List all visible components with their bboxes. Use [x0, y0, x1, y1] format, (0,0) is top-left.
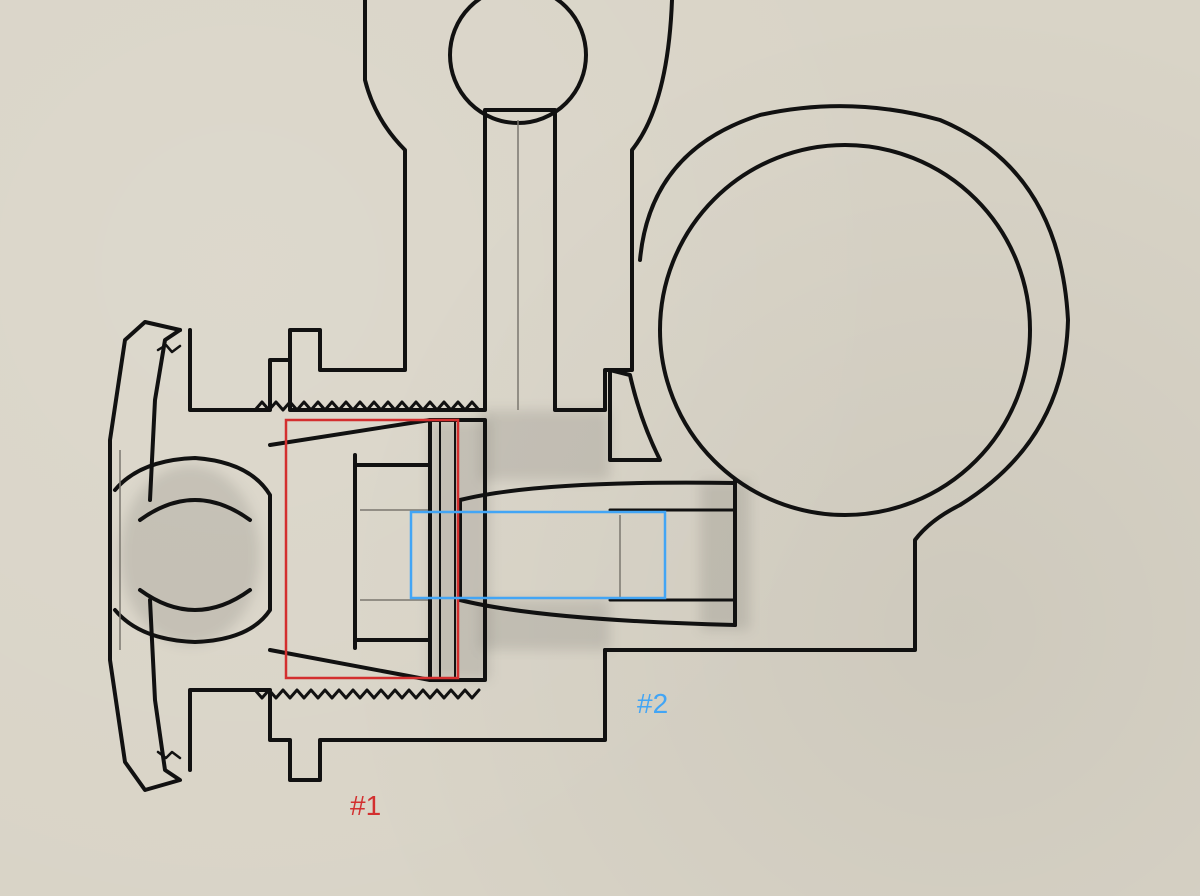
callout-label-1: #1: [350, 790, 382, 821]
left-coupling: [108, 320, 607, 792]
callout-box-1: [284, 418, 460, 680]
inner-sleeve: [268, 418, 487, 682]
thread-bottom: [253, 688, 481, 700]
large-ring: [603, 104, 1070, 652]
top-yoke: [288, 0, 674, 412]
callout-box-2: [409, 510, 667, 600]
callout-label-2: #2: [637, 688, 669, 719]
thread-left-cap: [156, 343, 182, 760]
thread-top: [253, 400, 481, 412]
tapered-outlet: [458, 478, 737, 627]
